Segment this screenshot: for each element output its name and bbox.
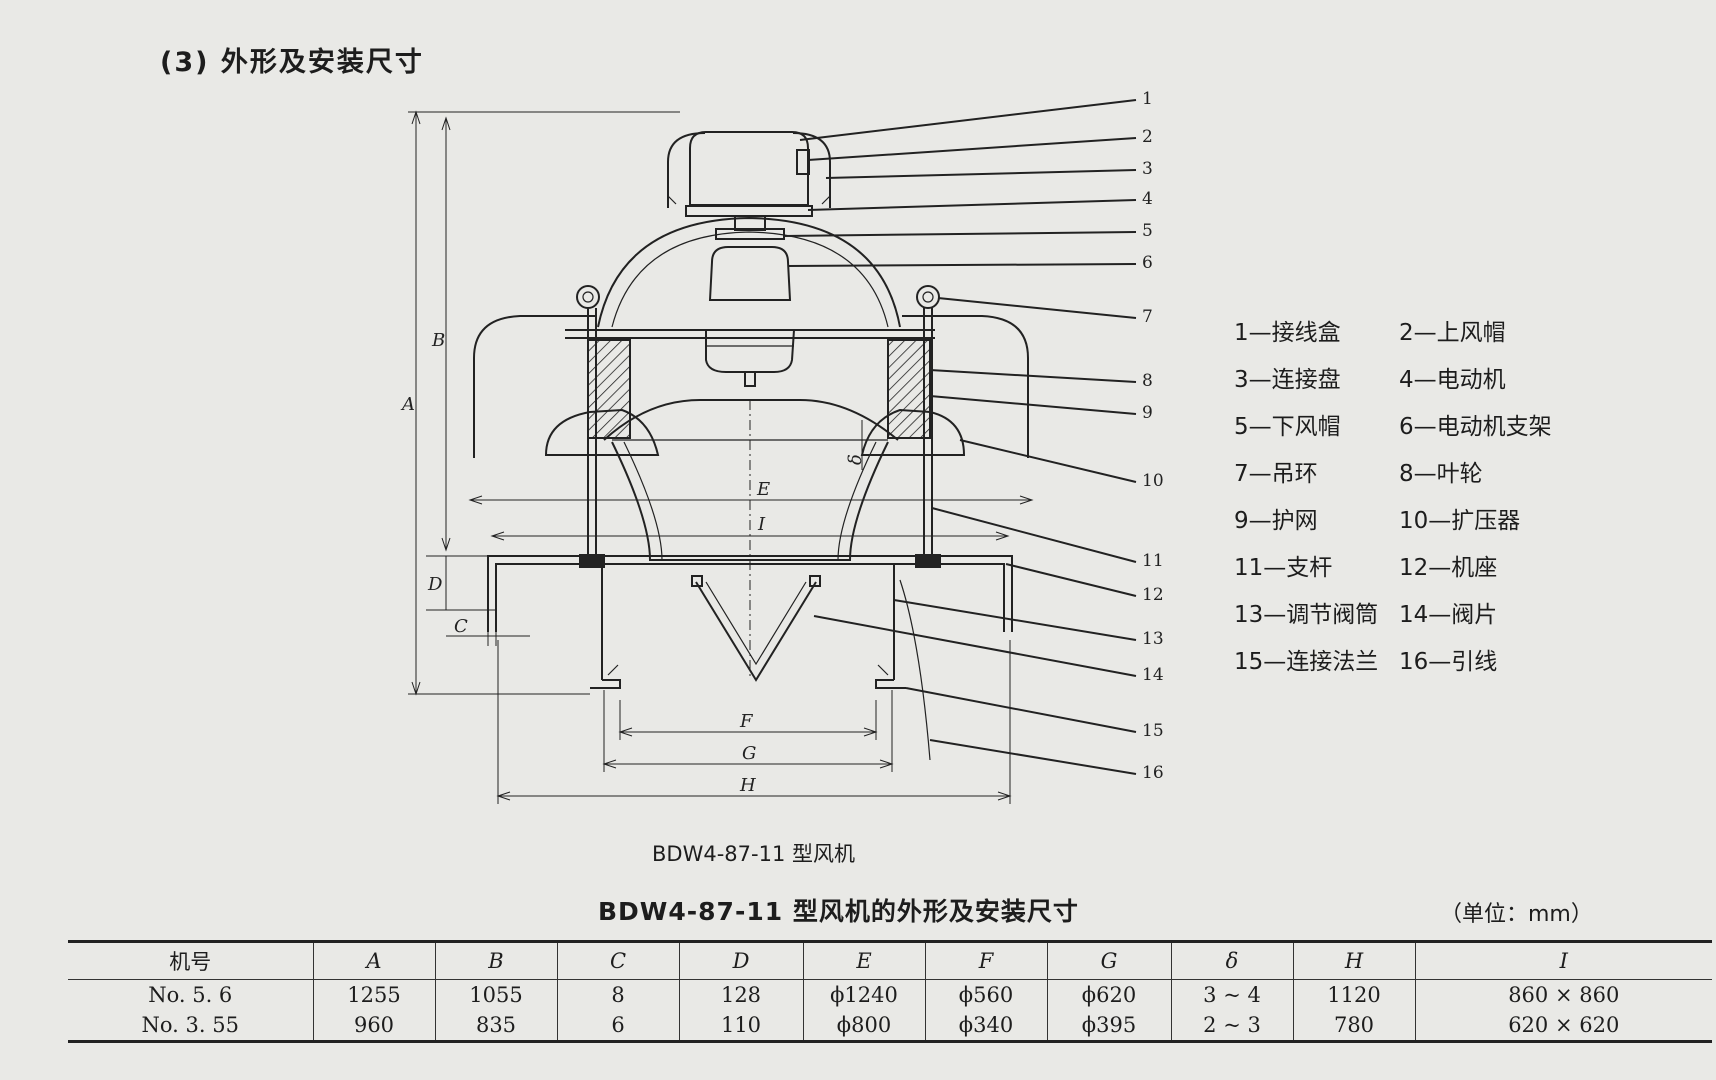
fan-drawing: A B D C E I δ F [400,89,1164,804]
connecting-plate [685,205,813,217]
col-header: F [924,941,1047,980]
col-header: A [312,941,435,980]
callout-6: 6 [1142,253,1153,273]
lower-cap [597,216,901,328]
table-cell: ϕ800 [802,1010,925,1042]
junction-box [689,131,809,206]
col-header: H [1292,941,1415,980]
dim-label-delta: δ [845,454,866,465]
upper-cap-edge [667,195,831,205]
callout-10: 10 [1142,471,1164,491]
col-header: I [1414,941,1712,980]
callout-2: 2 [1142,127,1153,147]
section-heading: (3) 外形及安装尺寸 [160,47,424,78]
table-cell: 1055 [434,979,557,1010]
col-header: D [678,941,803,980]
callout-1: 1 [1142,89,1153,109]
connecting-flange [590,679,906,689]
venturi [603,399,899,441]
table-row: No. 5. 6 1255 1055 8 128 ϕ1240 ϕ560 ϕ620… [68,979,1712,1010]
table-cell: ϕ1240 [802,979,925,1010]
callout-16: 16 [1142,763,1164,783]
lifting-ring-right [916,285,940,309]
table-row: No. 3. 55 960 835 6 110 ϕ800 ϕ340 ϕ395 2… [68,1010,1712,1042]
col-header: 机号 [68,941,313,980]
table-cell: 8 [556,979,679,1010]
callout-9: 9 [1142,403,1153,423]
valve-tube [601,564,895,680]
table-unit: （单位：mm） [1440,902,1593,927]
lead-wire [899,579,931,761]
table-cell: 620 × 620 [1414,1010,1712,1042]
motor [708,246,792,301]
table-cell: 6 [556,1010,679,1042]
table-cell: 960 [312,1010,435,1042]
table-header-row: 机号 A B C D E F G δ H I [68,941,1712,980]
table-cell: 110 [678,1010,803,1042]
callout-7: 7 [1142,307,1153,327]
col-header: E [802,941,925,980]
table-cell: No. 5. 6 [148,983,233,1007]
junction-box-knob [796,149,810,175]
callout-3: 3 [1142,159,1153,179]
valve-blades [695,581,817,682]
col-header: B [434,941,557,980]
table-cell: No. 3. 55 [141,1013,239,1037]
lifting-ring-left [576,285,600,309]
dim-label-D: D [427,574,443,595]
dim-label-E: E [756,479,770,500]
col-header: δ [1170,941,1293,980]
callout-11: 11 [1142,551,1164,571]
col-header: C [556,941,679,980]
dim-label-H: H [739,775,756,796]
table-cell: 2 ~ 3 [1170,1010,1293,1042]
table-cell: 1255 [312,979,435,1010]
callout-5: 5 [1142,221,1153,241]
table-cell: 128 [678,979,803,1010]
dim-label-G: G [742,743,756,764]
outer-shell [473,315,597,458]
table-cell: 860 × 860 [1414,979,1712,1010]
table-cell: ϕ340 [924,1010,1047,1042]
dimensions-table: 机号 A B C D E F G δ H I No. 5. 6 1255 105… [68,940,1712,1043]
table-cell: 835 [434,1010,557,1042]
figure-caption: BDW4-87-11 型风机 [652,842,855,866]
callout-15: 15 [1142,721,1164,741]
callout-12: 12 [1142,585,1164,605]
callout-13: 13 [1142,629,1164,649]
dim-label-F: F [739,711,754,732]
dim-label-I: I [757,514,766,535]
table-cell: 1120 [1292,979,1415,1010]
callout-4: 4 [1142,189,1153,209]
col-header: G [1046,941,1171,980]
leader-lines [783,99,1137,775]
callout-8: 8 [1142,371,1153,391]
table-cell: ϕ560 [924,979,1047,1010]
table-cell: ϕ395 [1046,1010,1171,1042]
dim-label-A: A [400,394,415,415]
motor-coupling [715,228,785,240]
upper-cap [667,132,831,208]
dim-label-B: B [431,330,445,351]
table-cell: 3 ~ 4 [1170,979,1293,1010]
table-cell: ϕ620 [1046,979,1171,1010]
table-cell: 780 [1292,1010,1415,1042]
dim-label-C: C [454,616,468,637]
table-title: BDW4-87-11 型风机的外形及安装尺寸 [598,897,1079,926]
callout-14: 14 [1142,665,1164,685]
